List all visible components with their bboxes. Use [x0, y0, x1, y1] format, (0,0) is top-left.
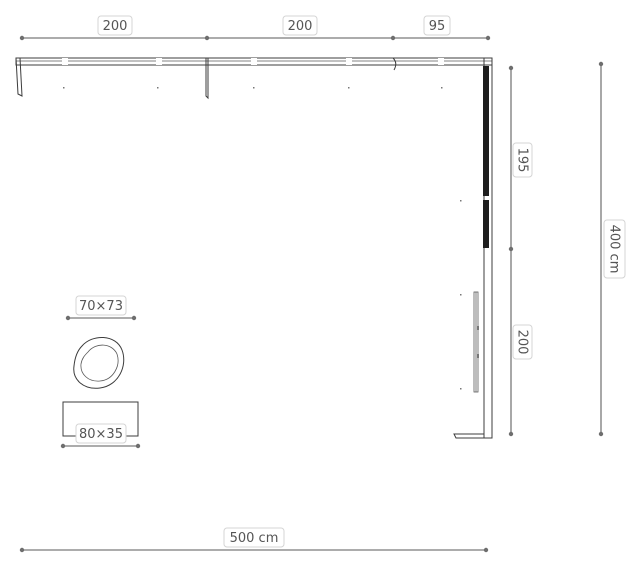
- fixture-tick: [460, 294, 462, 296]
- top-wall: [15, 57, 493, 100]
- dimension-label-box: [603, 219, 626, 279]
- dimension-dot: [65, 315, 71, 321]
- top-dimension-2: 200: [288, 19, 313, 34]
- fixture-tick: [460, 200, 462, 202]
- right-wall: [453, 57, 493, 439]
- dimension-label-box: [75, 295, 127, 316]
- dimension-dot: [131, 315, 137, 321]
- wall-divider: [205, 57, 209, 100]
- right-dimension-chain: 195 200: [508, 65, 533, 437]
- overall-width-label: 500 cm: [230, 531, 279, 546]
- door-handle: [477, 326, 479, 330]
- panel-seam: [251, 58, 257, 65]
- overall-height-dimension: 400 cm: [598, 61, 626, 437]
- dimension-dot: [485, 35, 491, 41]
- overall-width-dimension: 500 cm: [19, 527, 489, 553]
- dimension-dot: [60, 443, 66, 449]
- dimension-dot: [598, 431, 604, 437]
- fixture-tick: [348, 87, 350, 89]
- fixture-tick: [63, 87, 65, 89]
- dimension-label-box: [75, 423, 127, 444]
- panel-seam: [62, 58, 68, 65]
- right-wall-solid-upper: [483, 66, 489, 196]
- dimension-dot: [19, 547, 25, 553]
- left-wall-end: [15, 57, 23, 97]
- fixture-tick: [253, 87, 255, 89]
- panel-seam: [346, 58, 352, 65]
- dimension-dot: [483, 547, 489, 553]
- overall-height-label: 400 cm: [607, 225, 622, 274]
- fixture-tick: [157, 87, 159, 89]
- right-dimension-1: 195: [515, 148, 530, 173]
- fixture-tick: [460, 388, 462, 390]
- dimension-dot: [508, 431, 514, 437]
- right-dimension-2: 200: [515, 330, 530, 355]
- wall-joint-curve: [392, 57, 397, 71]
- table-size-label: 80×35: [79, 427, 123, 442]
- armchair-outline: [73, 337, 125, 389]
- dimension-dot: [598, 61, 604, 67]
- dimension-label-box: [423, 15, 451, 36]
- panel-seam: [438, 58, 444, 65]
- top-dimension-chain: 200 200 95: [19, 15, 491, 41]
- dimension-dot: [508, 65, 514, 71]
- dimension-dot: [19, 35, 25, 41]
- dimension-label-box: [282, 15, 318, 36]
- dimension-label-box: [97, 15, 133, 36]
- door-handle: [477, 354, 479, 358]
- panel-seam: [156, 58, 162, 65]
- dimension-label-box: [512, 142, 533, 178]
- dimension-dot: [508, 246, 514, 252]
- right-wall-foot: [453, 433, 485, 439]
- dimension-dot: [390, 35, 396, 41]
- dimension-label-box: [512, 324, 533, 360]
- fixture-tick: [441, 87, 443, 89]
- right-wall-solid-lower: [483, 200, 489, 248]
- side-table: 80×35: [60, 401, 141, 449]
- top-dimension-1: 200: [103, 19, 128, 34]
- dimension-dot: [135, 443, 141, 449]
- top-dimension-3: 95: [429, 19, 446, 34]
- dimension-dot: [204, 35, 210, 41]
- dimension-label-box: [223, 527, 285, 548]
- armchair-seat: [80, 344, 119, 382]
- armchair: 70×73: [65, 295, 137, 389]
- armchair-size-label: 70×73: [79, 299, 123, 314]
